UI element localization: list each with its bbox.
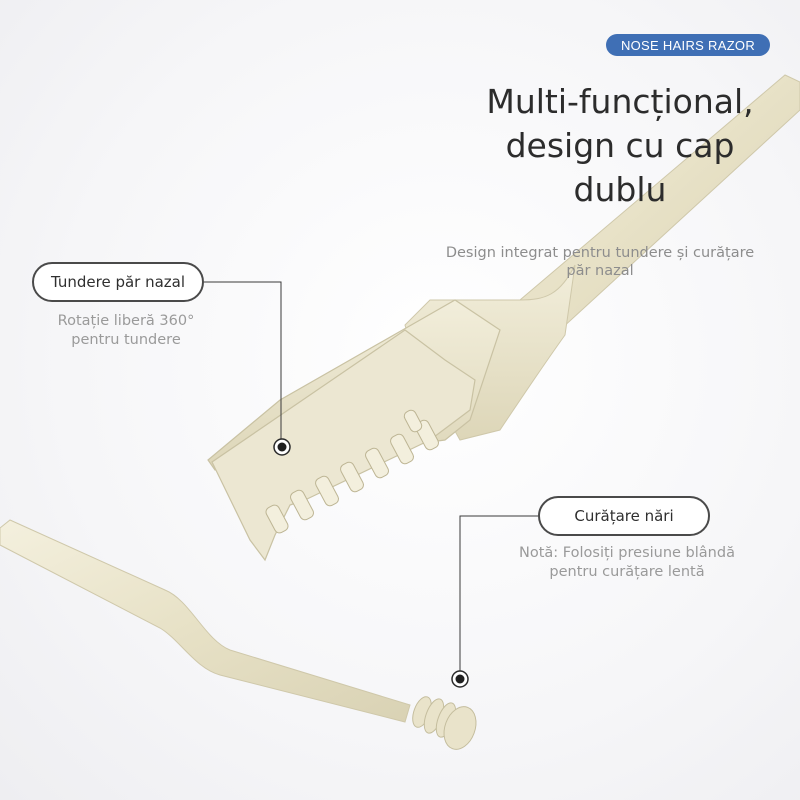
spiral-tip: [412, 696, 477, 750]
trim-note-line-1: Rotație liberă 360°: [57, 313, 195, 329]
clean-feature-note: Notă: Folosiți presiune blândă pentru cu…: [492, 544, 762, 582]
subtitle-line-1: Design integrat pentru tundere și curăța…: [445, 245, 755, 261]
category-badge: NOSE HAIRS RAZOR: [606, 34, 770, 56]
clean-note-line-2: pentru curățare lentă: [549, 564, 705, 580]
headline: Multi-funcțional, design cu cap dublu: [470, 80, 770, 212]
subtitle-line-2: păr nazal: [566, 263, 634, 279]
clean-note-line-1: Notă: Folosiți presiune blândă: [519, 545, 735, 561]
clean-feature-label: Curățare nări: [538, 496, 710, 536]
trim-feature-label: Tundere păr nazal: [32, 262, 204, 302]
callout-markers: [273, 438, 469, 688]
headline-line-1: Multi-funcțional,: [486, 82, 754, 121]
trim-note-line-2: pentru tundere: [71, 332, 181, 348]
comb-teeth: [265, 409, 439, 534]
trim-feature-note: Rotație liberă 360° pentru tundere: [20, 312, 232, 350]
cleaning-tool: [0, 519, 477, 750]
headline-line-3: dublu: [573, 170, 667, 209]
headline-line-2: design cu cap: [505, 126, 735, 165]
callout-lines: [204, 281, 538, 678]
subtitle: Design integrat pentru tundere și curăța…: [410, 244, 790, 280]
